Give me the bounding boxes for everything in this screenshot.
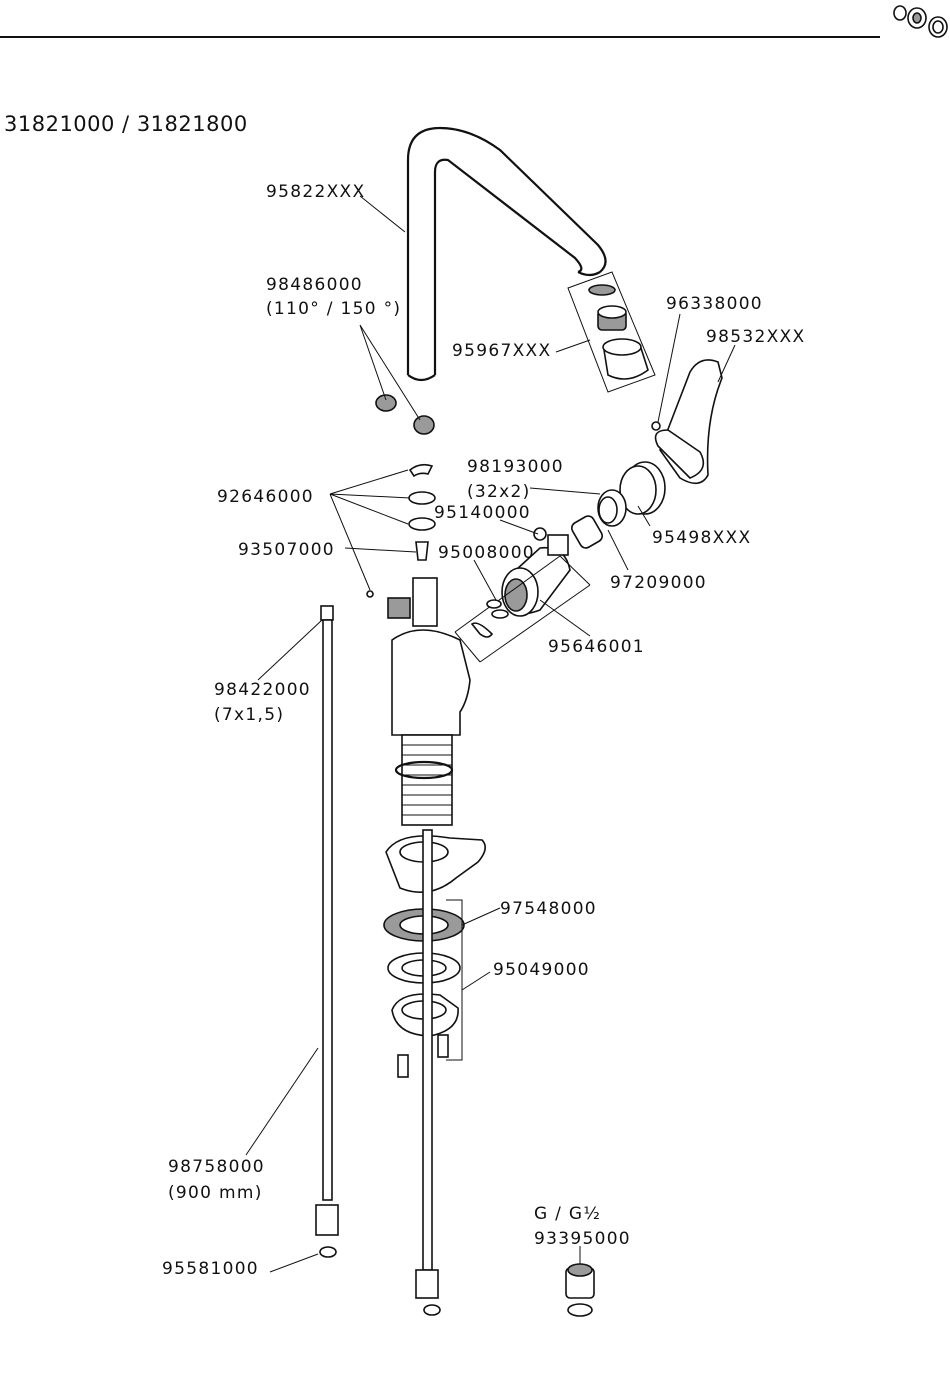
- label-95646: 95646001: [548, 636, 645, 658]
- label-95008: 95008000: [438, 542, 535, 564]
- label-95581: 95581000: [162, 1258, 259, 1280]
- label-95822: 95822XXX: [266, 181, 365, 203]
- label-thread-note: G / G½: [534, 1203, 601, 1225]
- label-98486: 98486000: [266, 274, 363, 296]
- label-96338: 96338000: [666, 293, 763, 315]
- label-93395: 93395000: [534, 1228, 631, 1250]
- label-98532: 98532XXX: [706, 326, 805, 348]
- handle-part: [652, 360, 722, 483]
- label-95049: 95049000: [493, 959, 590, 981]
- label-95140: 95140000: [434, 502, 531, 524]
- label-93507: 93507000: [238, 539, 335, 561]
- label-98422-note: (7x1,5): [214, 704, 284, 726]
- label-97209: 97209000: [610, 572, 707, 594]
- label-92646: 92646000: [217, 486, 314, 508]
- label-98758-note: (900 mm): [168, 1182, 263, 1204]
- collar-part: [570, 462, 665, 550]
- label-97548: 97548000: [500, 898, 597, 920]
- aerator-parts: [568, 272, 655, 392]
- label-98758: 98758000: [168, 1156, 265, 1178]
- fittings-icon: [894, 6, 947, 37]
- label-98193: 98193000: [467, 456, 564, 478]
- label-98486-note: (110° / 150 °): [266, 298, 401, 320]
- label-98193-note: (32x2): [467, 481, 531, 503]
- tap-body-part: [384, 578, 485, 1077]
- label-98422: 98422000: [214, 679, 311, 701]
- label-95967: 95967XXX: [452, 340, 551, 362]
- label-95498: 95498XXX: [652, 527, 751, 549]
- thread-adapter-part: [566, 1264, 594, 1316]
